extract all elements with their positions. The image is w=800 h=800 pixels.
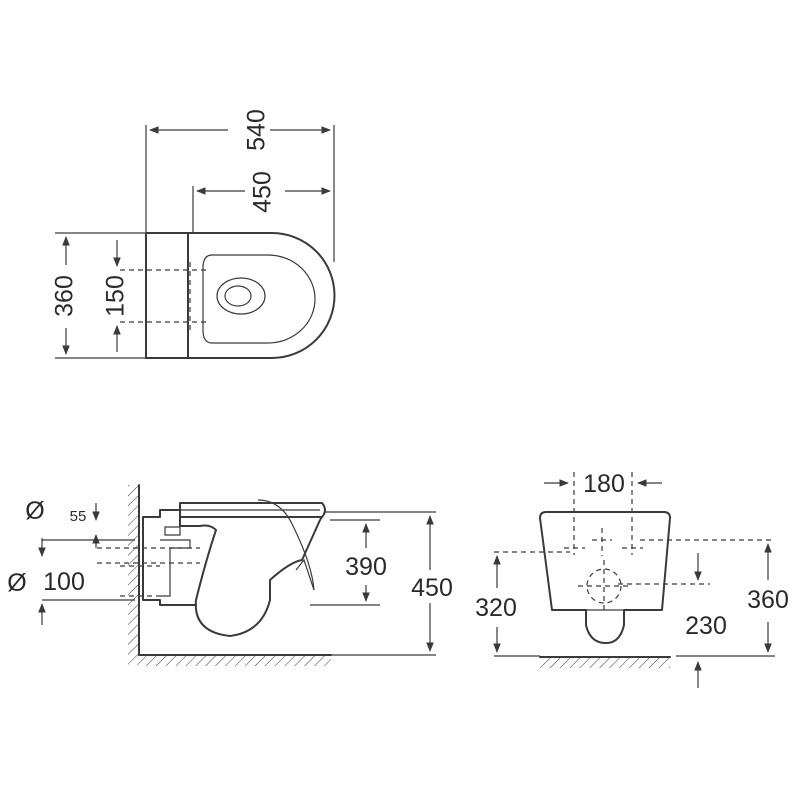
dim-180-label: 180 — [583, 470, 625, 498]
dim-390-label: 390 — [345, 553, 387, 581]
dim-450-side-label: 450 — [411, 574, 453, 602]
dim-450-top-label: 450 — [249, 171, 277, 213]
floor-hatch — [139, 655, 331, 666]
rear-body — [539, 511, 671, 644]
diameter-symbol-2: Ø — [7, 569, 26, 597]
dim-100-label: 100 — [43, 568, 85, 596]
dim-55-label: 55 — [70, 508, 87, 525]
top-outline — [145, 232, 336, 359]
bowl-drain — [216, 277, 266, 315]
bowl-rim — [202, 254, 316, 344]
wall-hatch — [128, 485, 139, 665]
side-view: Ø 55 Ø 100 390 450 — [7, 484, 453, 666]
pan-body — [142, 509, 323, 637]
dim-320-label: 320 — [475, 594, 517, 622]
diameter-symbol-1: Ø — [25, 497, 44, 525]
dim-150-label: 150 — [102, 275, 130, 317]
dim-360-top-label: 360 — [51, 275, 79, 317]
dim-540-label: 540 — [243, 109, 271, 151]
outlet-circle — [586, 568, 622, 604]
dim-230-label: 230 — [685, 612, 727, 640]
top-view: 540 450 360 150 — [51, 109, 336, 359]
rear-view: 180 320 230 360 — [475, 470, 789, 688]
rear-floor-hatch — [540, 657, 670, 668]
dim-360-rear-label: 360 — [747, 586, 789, 614]
